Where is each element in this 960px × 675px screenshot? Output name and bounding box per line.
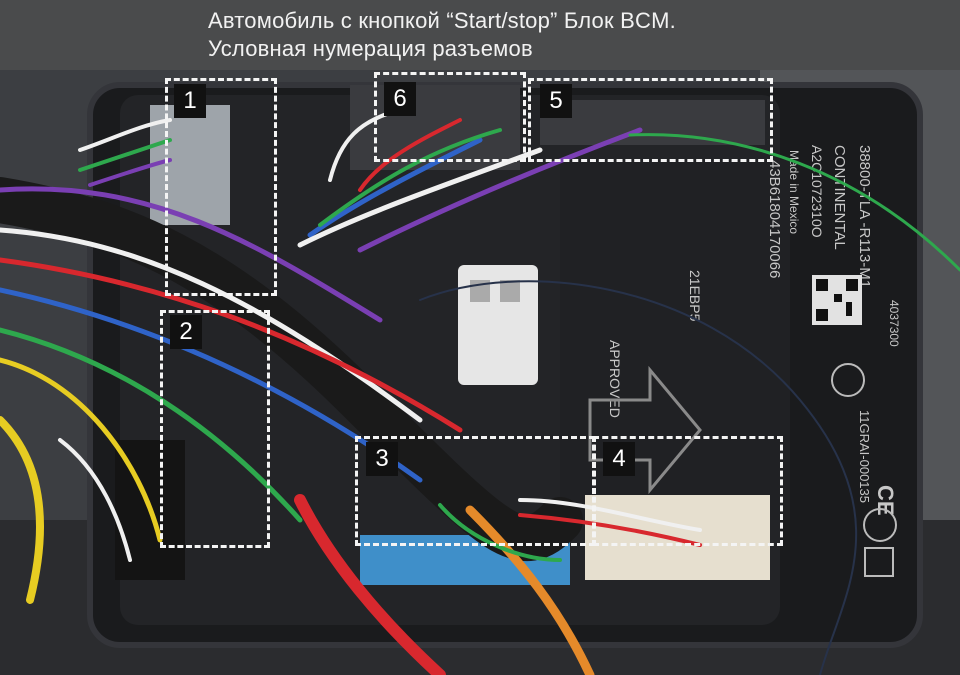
connector-zone-6 [374,72,526,162]
recycle-mark [863,508,897,542]
label-barcode-number: 43B61804170066 [766,160,783,278]
qr-code [812,275,862,325]
connector-4-housing [585,495,770,580]
triangle-mark [864,547,894,577]
wire-harness [0,108,960,675]
e1-mark [831,363,865,397]
label-code: 4037300 [887,300,901,347]
connector-zone-5 [528,78,773,162]
connector-label-3: 3 [366,442,398,476]
label-part-number: 38800-TLA -R113-M1 [856,145,873,288]
label-date-code: 21EBP5 [687,270,703,322]
connector-zone-1 [165,78,277,296]
label-approved: APPROVED [607,340,623,418]
connector-label-4: 4 [603,442,635,476]
module-label-area: 38800-TLA -R113-M1 4037300 CONTINENTAL A… [607,145,901,516]
connector-label-5: 5 [540,84,572,118]
connector-label-1: 1 [174,84,206,118]
caption-title: Автомобиль с кнопкой “Start/stop” Блок B… [208,8,676,33]
label-maker: CONTINENTAL [831,145,848,250]
label-origin: Made in Mexico [787,150,801,234]
connector-label-2: 2 [170,315,202,349]
caption-subtitle: Условная нумерация разъемов [208,36,533,61]
label-serial: A2C1072310O [809,145,825,238]
caption-bar: Автомобиль с кнопкой “Start/stop” Блок B… [0,0,960,70]
connector-1-housing [150,105,230,225]
connector-zone-2 [160,310,270,548]
connector-5-housing [540,100,765,145]
label-ece: 11GRAI-000135 [857,410,872,503]
connector-label-6: 6 [384,82,416,116]
connector-zone-4 [593,436,783,546]
up-arrow-mark [588,365,702,495]
